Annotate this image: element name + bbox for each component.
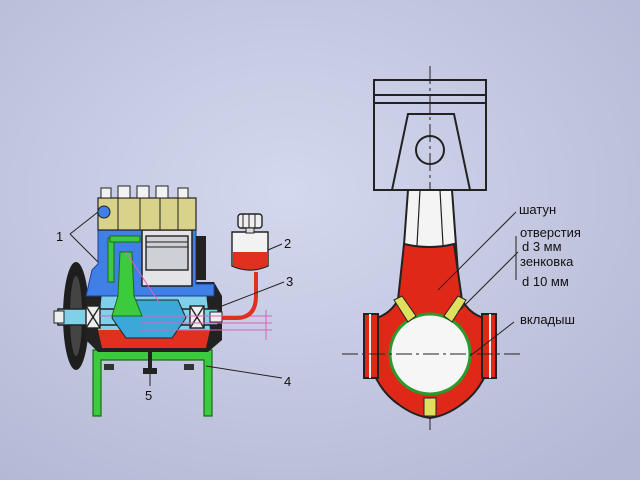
engine-conrod [111,251,143,317]
piston [145,235,189,271]
label-shatun: шатун [519,202,556,217]
callout-3: 3 [286,274,293,289]
label-d10: d 10 мм [522,274,569,289]
oil-reservoir [231,213,269,271]
callout-5: 5 [145,388,152,403]
label-vkladysh: вкладыш [520,312,575,327]
callout-4: 4 [284,374,291,389]
engine-drawing: 1 2 3 4 5 [53,185,293,417]
stand [92,349,213,417]
label-zenkovka: зенковка [520,254,574,269]
conrod-drawing: шатун отверстия d 3 мм зенковка d 10 мм … [342,66,581,430]
callout-2: 2 [284,236,291,251]
label-d3: d 3 мм [522,239,562,254]
oil-pipe [222,272,258,320]
piston-outline [373,79,487,191]
engine-callouts: 1 2 3 4 5 [56,229,293,403]
cylinder-head [97,197,197,231]
callout-1: 1 [56,229,63,244]
label-otverstiya: отверстия [520,225,581,240]
oil-holes [393,295,467,417]
